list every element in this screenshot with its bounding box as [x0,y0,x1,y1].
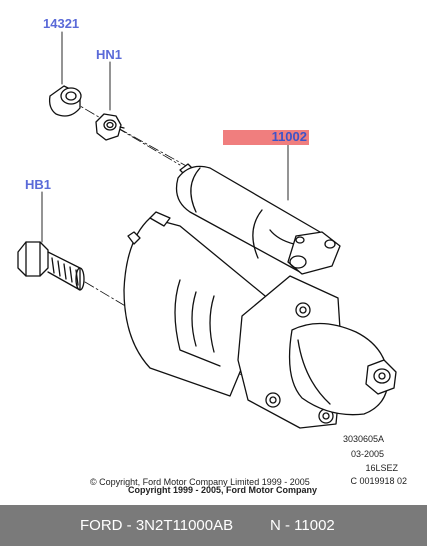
copyright-line-1: © Copyright, Ford Motor Company Limited … [90,477,310,487]
footer-reference: N - 11002 [270,517,335,534]
illustration-ref: 3030605A [342,434,384,444]
bolt-part [17,241,85,291]
callout-bushing-label[interactable]: 14321 [43,16,80,31]
starter-motor-part [123,163,397,429]
engine-code: 16LSEZ [365,463,398,473]
bushing-part [48,85,82,117]
callout-nut-label[interactable]: HN1 [96,47,123,62]
leader-lines [41,31,289,243]
callout-starter-text: 11002 [271,129,307,144]
copyright-line-2: Copyright 1999 - 2005, Ford Motor Compan… [128,485,318,495]
illustration-date: 03-2005 [350,449,384,459]
callout-bolt-label[interactable]: HB1 [25,177,52,192]
footer-part-number: FORD - 3N2T11000AB [80,517,234,534]
part-number-footer: FORD - 3N2T11000AB N - 11002 [0,505,427,546]
callout-starter-label[interactable]: 11002 [223,130,309,145]
illustration-code: C 0019918 02 [350,476,407,486]
starter-motor-diagram [17,31,397,429]
nut-part [95,113,125,141]
